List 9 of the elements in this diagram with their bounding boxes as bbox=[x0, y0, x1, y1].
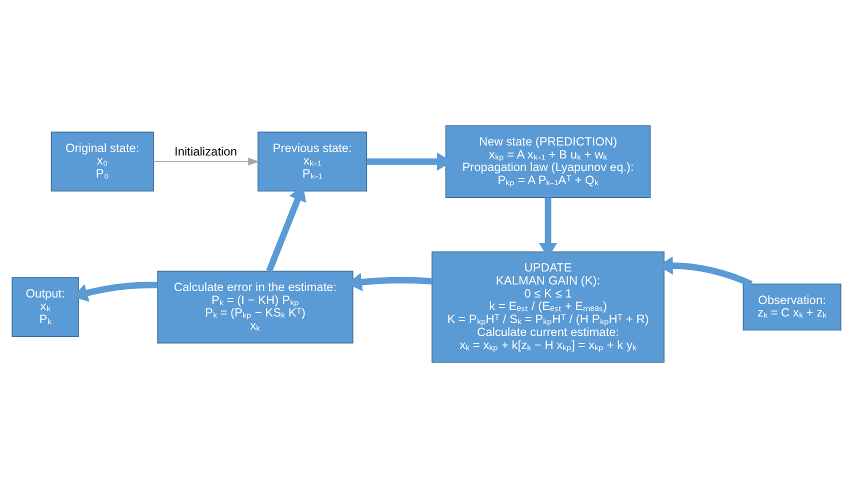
node-box: Output: xₖ Pₖ bbox=[12, 277, 79, 337]
arrow bbox=[153, 158, 260, 166]
node-box: Observation: zₖ = C xₖ + zₖ bbox=[742, 284, 842, 331]
node-box: New state (PREDICTION) xₖₚ = A xₖ₋₁ + B uₖ + wₖ Propagation law (Lyapunov eq.): Pₖₚ = A Pₖ₋₁Aᵀ + Qₖ bbox=[445, 125, 651, 198]
node-box: Original state: x₀ P₀ bbox=[50, 132, 154, 192]
node-box: Calculate error in the estimate: Pₖ = (I − KH) Pₖₚ Pₖ = (Pₖₚ − KSₖ Kᵀ) xₖ bbox=[157, 270, 354, 344]
edge-label: Initialization bbox=[174, 144, 237, 159]
node-box: UPDATE KALMAN GAIN (K): 0 ≤ K ≤ 1 k = Eₑₛₜ / (Eₑₛₜ + Eₘₑₐₛ) K = PₖₚHᵀ / Sₖ = PₖₚHᵀ / (H PₖₚHᵀ + R) Calculate current estimate: xₖ = xₖₚ + k[zₖ − H xₖₚ] = xₖₚ + k yₖ bbox=[432, 251, 665, 363]
node-box: Previous state: xₖ₋₁ Pₖ₋₁ bbox=[258, 132, 368, 192]
